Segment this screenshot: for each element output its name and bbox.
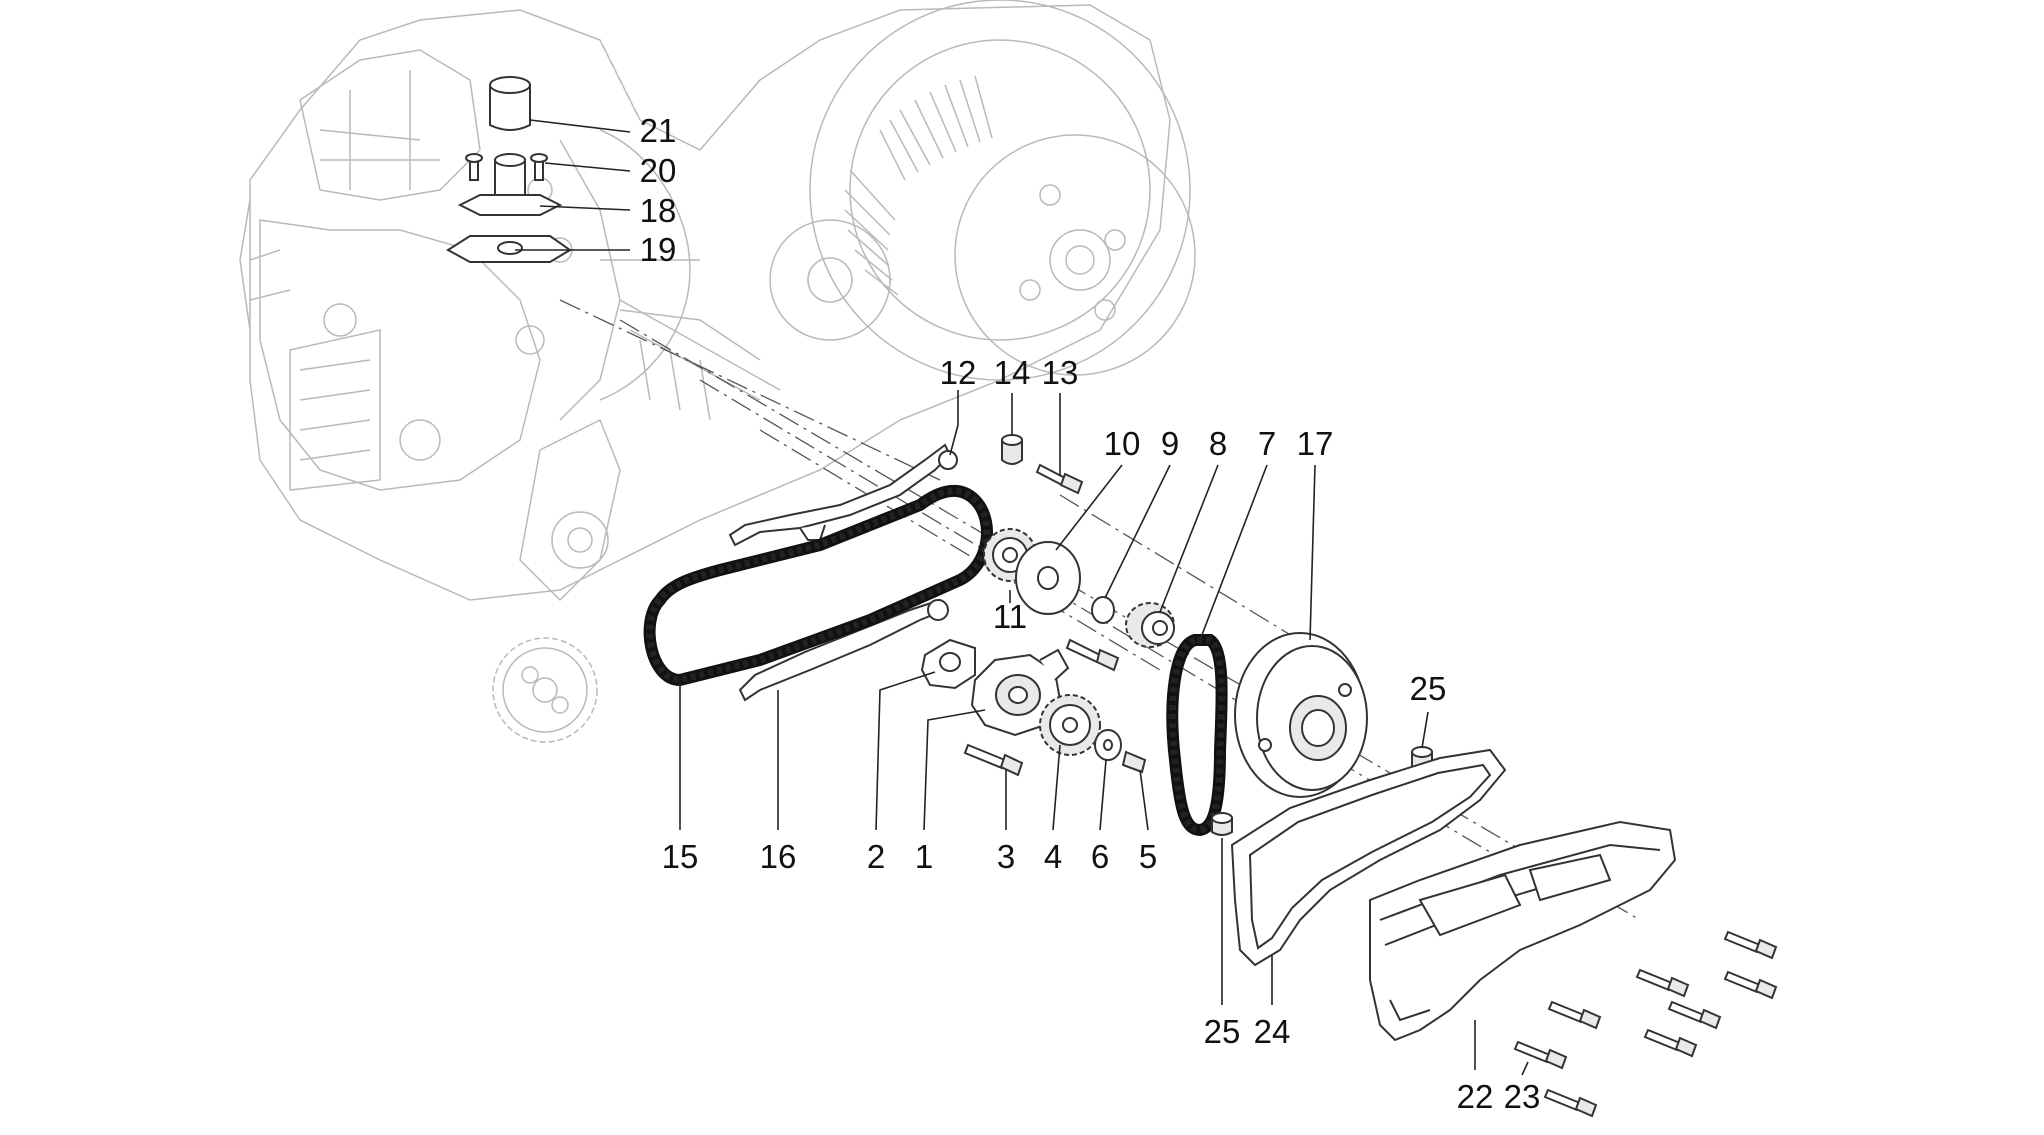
washer-10 [1015,541,1081,615]
sump-bolts-23 [1513,930,1778,1118]
callout-7: 7 [1258,425,1276,462]
callout-3: 3 [997,838,1015,875]
engine-crankcase-ghost [239,0,1196,602]
tensioner-cap-21 [489,76,531,131]
bolt-13 [1035,463,1084,495]
callout-25-upper: 25 [1410,670,1447,707]
chain-15 [643,484,993,687]
callout-8: 8 [1209,425,1227,462]
callout-14: 14 [994,354,1031,391]
callout-1: 1 [915,838,933,875]
callout-20: 20 [640,152,677,189]
o-ring-9 [1091,596,1115,624]
sump-gasket-24 [1230,748,1507,967]
callout-11: 11 [993,598,1027,635]
bolt-5 [1065,638,1120,672]
callout-4: 4 [1044,838,1062,875]
chain-guide-12 [728,443,958,547]
dowel-pin-25b [1211,812,1233,836]
callout-labels: 21 20 18 19 12 14 13 10 9 8 7 17 11 25 1… [640,112,1541,1115]
callout-16: 16 [760,838,797,875]
gasket-2 [920,638,976,690]
oil-pump-1 [970,648,1070,737]
chain-7 [1166,634,1228,837]
callout-17: 17 [1297,425,1334,462]
callout-21: 21 [640,112,677,149]
bolts-20 [465,153,548,181]
bolt-3 [963,743,1024,777]
chain-guide-16 [738,598,949,702]
callout-25-lower: 25 [1204,1013,1241,1050]
callout-6: 6 [1091,838,1109,875]
callout-12: 12 [940,354,977,391]
bushing-14 [1001,434,1023,465]
pump-cover-17 [1234,632,1368,798]
gasket-19 [446,235,572,263]
callout-5: 5 [1139,838,1157,875]
bolt-5b [1121,750,1147,774]
callout-22: 22 [1457,1078,1494,1115]
callout-2: 2 [867,838,885,875]
sprocket-4 [1039,694,1101,756]
sprocket-8 [1125,602,1175,648]
oil-sump-22 [1369,820,1677,1042]
callout-15: 15 [662,838,699,875]
callout-23: 23 [1504,1078,1541,1115]
callout-19: 19 [640,231,677,268]
callout-9: 9 [1161,425,1179,462]
tensioner-body-18 [457,153,563,216]
leader-lines [515,119,1529,1076]
washer-6 [1094,729,1122,761]
callout-10: 10 [1104,425,1141,462]
ghost-gear [492,637,598,743]
callout-24: 24 [1254,1013,1291,1050]
callout-18: 18 [640,192,677,229]
callout-13: 13 [1042,354,1079,391]
